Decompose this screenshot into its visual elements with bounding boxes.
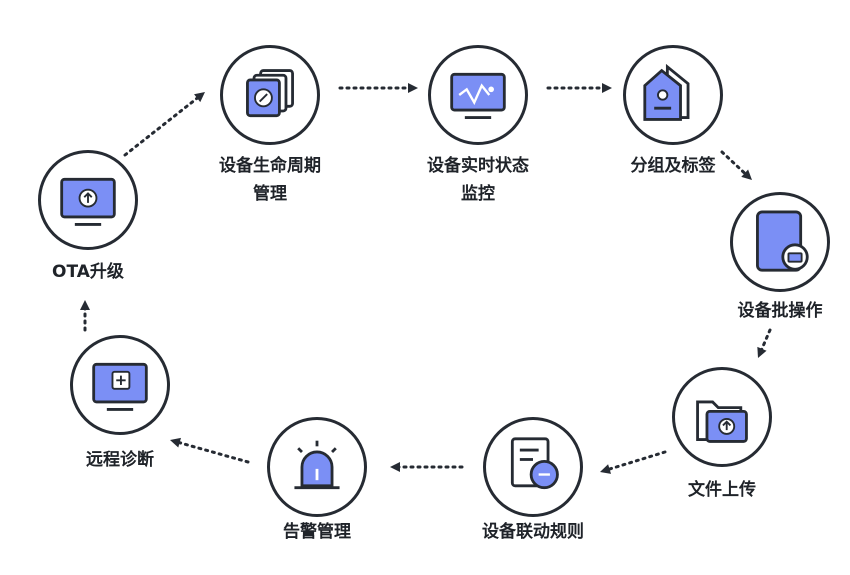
- label-line: 管理: [253, 184, 287, 204]
- document-link-icon: [510, 437, 559, 490]
- monitor-waveform-icon: [450, 72, 506, 119]
- label-group: 分组及标签: [608, 152, 738, 180]
- arrow-head: [390, 462, 400, 472]
- tag-icon: [643, 63, 690, 121]
- label-line: 告警管理: [283, 522, 351, 542]
- arrow-head: [80, 300, 90, 310]
- node-alert: [267, 417, 367, 517]
- label-linkage: 设备联动规则: [468, 518, 598, 546]
- arrow-head: [602, 83, 612, 93]
- arrow-head: [757, 346, 767, 358]
- arrow-line: [759, 328, 772, 353]
- label-diagnose: 远程诊断: [55, 446, 185, 474]
- label-file: 文件上传: [657, 476, 787, 504]
- arrow-line: [720, 150, 748, 177]
- device-stack-icon: [246, 69, 294, 118]
- label-ota: OTA升级: [23, 258, 153, 286]
- node-group: [623, 45, 723, 145]
- label-line: 分组及标签: [630, 156, 716, 176]
- node-batch: [730, 192, 830, 292]
- arrow-line: [176, 440, 250, 464]
- label-line: OTA升级: [52, 262, 124, 282]
- label-monitor: 设备实时状态 监控: [413, 152, 543, 208]
- label-alert: 告警管理: [252, 518, 382, 546]
- node-diagnose: [70, 335, 170, 435]
- folder-upload-icon: [696, 400, 748, 443]
- label-line: 监控: [461, 184, 495, 204]
- label-batch: 设备批操作: [715, 297, 845, 325]
- arrow-head: [741, 169, 752, 180]
- label-line: 设备联动规则: [482, 522, 584, 542]
- label-line: 设备实时状态: [427, 156, 529, 176]
- label-line: 远程诊断: [86, 450, 154, 470]
- arrow-line: [123, 95, 201, 157]
- monitor-upload-icon: [60, 177, 116, 226]
- node-linkage: [483, 417, 583, 517]
- medical-kit-monitor-icon: [92, 362, 148, 411]
- arrow-line: [606, 450, 667, 472]
- node-monitor: [428, 45, 528, 145]
- alarm-light-icon: [294, 440, 340, 490]
- arrow-head: [600, 464, 612, 474]
- label-line: 文件上传: [688, 480, 756, 500]
- arrow-head: [194, 92, 205, 103]
- tablet-icon: [756, 210, 809, 272]
- arrow-head: [408, 83, 418, 93]
- node-ota: [38, 150, 138, 250]
- node-lifecycle: [220, 45, 320, 145]
- label-line: 设备批操作: [737, 301, 823, 321]
- node-file: [672, 367, 772, 467]
- label-lifecycle: 设备生命周期 管理: [205, 152, 335, 208]
- arrow-head: [170, 437, 181, 448]
- label-line: 设备生命周期: [219, 156, 321, 176]
